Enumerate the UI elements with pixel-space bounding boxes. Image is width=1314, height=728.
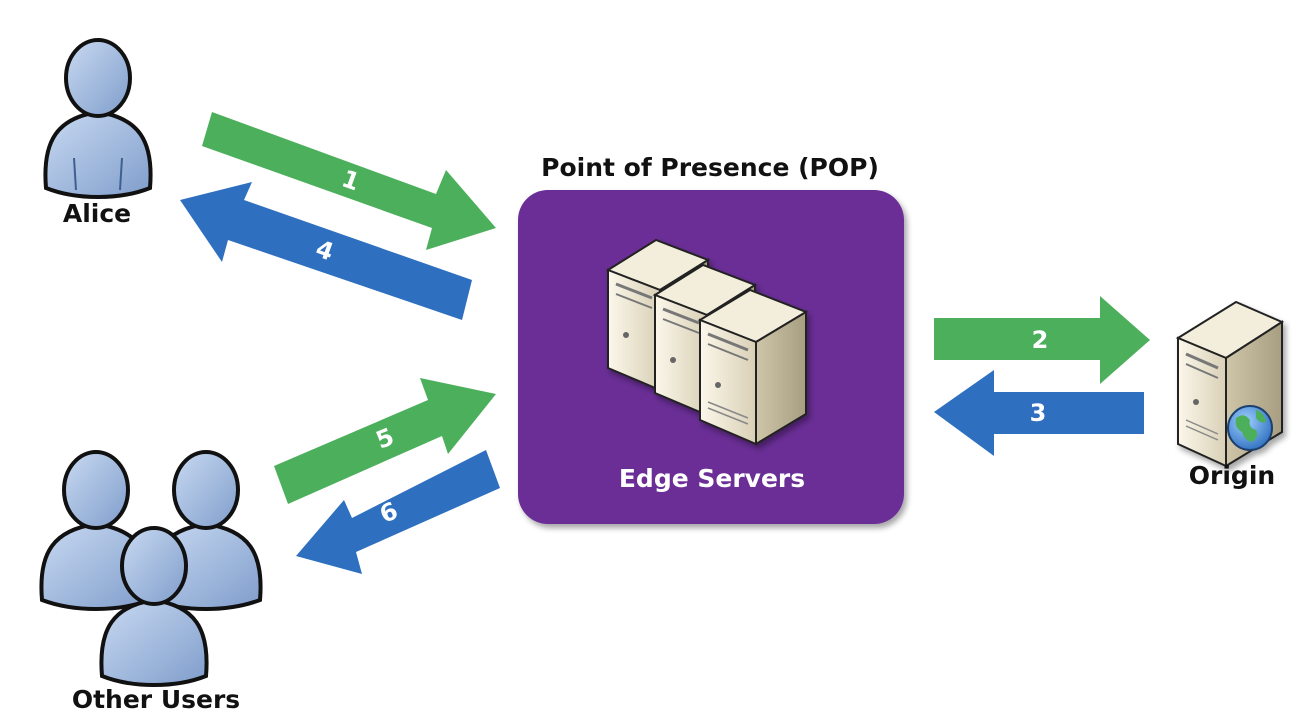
origin-label: Origin	[1189, 461, 1275, 490]
person-icon	[43, 38, 153, 199]
arrow-4: 4	[180, 182, 472, 320]
arrow-3-shape	[934, 370, 1144, 456]
arrow-6-shape	[296, 450, 500, 574]
edge-servers-label: Edge Servers	[619, 464, 805, 493]
arrow-2: 2	[934, 296, 1150, 384]
arrow-1-shape	[202, 112, 496, 250]
server-stack-icon	[605, 238, 809, 446]
globe-icon	[1227, 405, 1273, 451]
arrow-3-label: 3	[1030, 399, 1047, 427]
pop-title: Point of Presence (POP)	[541, 153, 879, 182]
arrow-4-shape	[180, 182, 472, 320]
server-globe-icon	[1175, 300, 1285, 468]
arrow-2-shape	[934, 296, 1150, 384]
people-group-icon	[39, 450, 263, 687]
arrow-5-shape	[274, 378, 496, 504]
alice-label: Alice	[63, 199, 131, 228]
arrow-6: 6	[296, 450, 500, 574]
arrow-3: 3	[934, 370, 1144, 456]
arrow-1: 1	[202, 112, 496, 250]
arrow-5: 5	[274, 378, 496, 504]
arrow-2-label: 2	[1032, 326, 1049, 354]
other-users-label: Other Users	[72, 685, 240, 714]
